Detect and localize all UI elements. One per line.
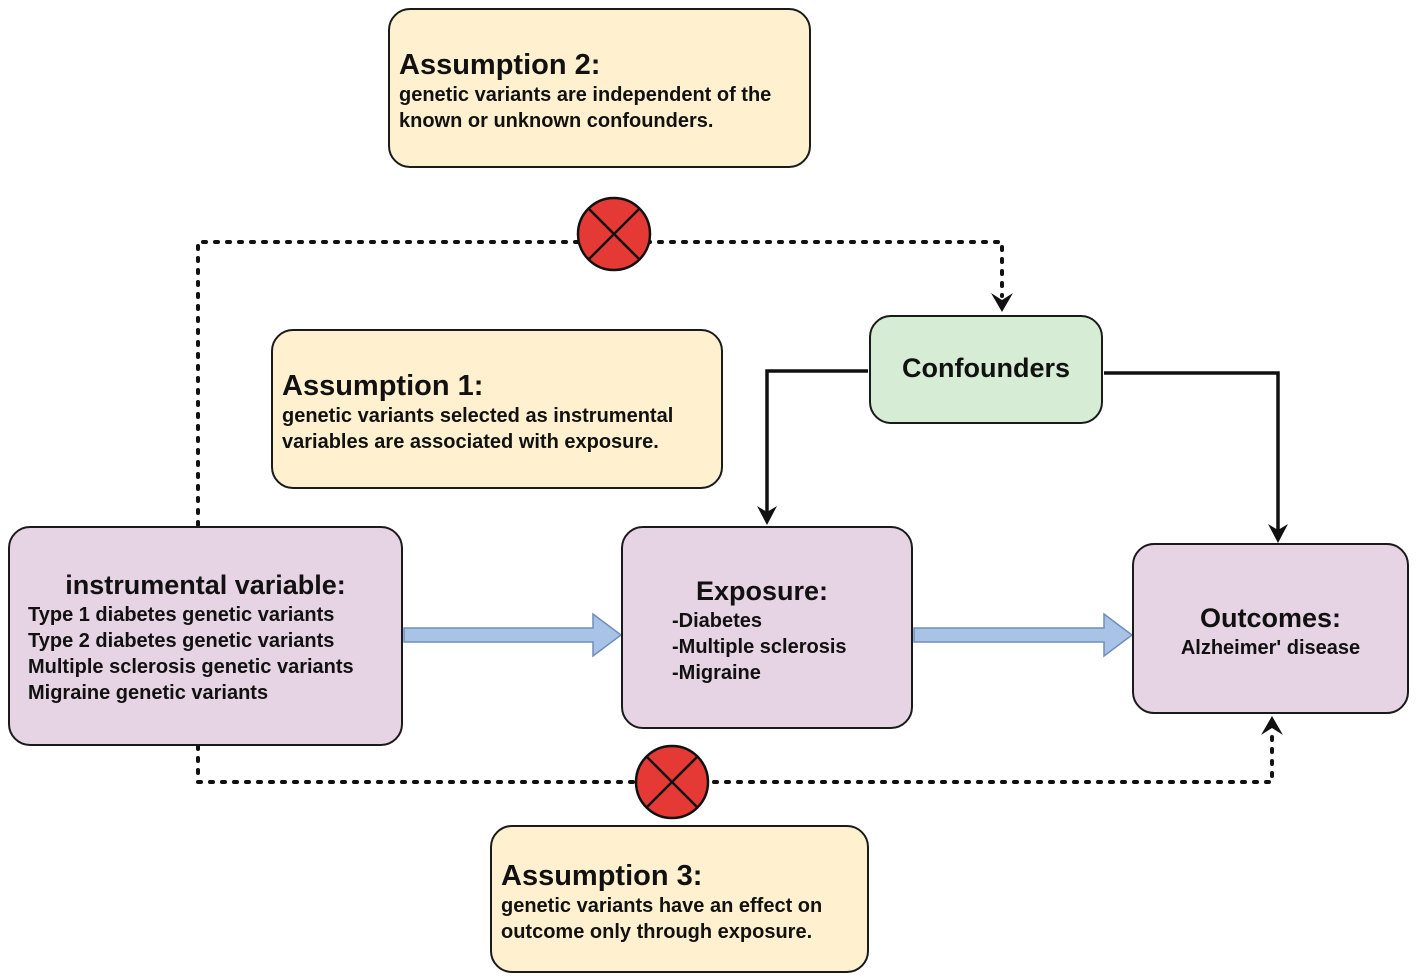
violation-x-icon: [634, 744, 710, 820]
outcomes-title: Outcomes:: [1199, 603, 1342, 633]
exposure-to-outcomes-arrow: [913, 612, 1134, 658]
instrument-item: Migraine genetic variants: [28, 682, 269, 704]
instrument-to-exposure-arrow: [403, 612, 623, 658]
instrument-item: Multiple sclerosis genetic variants: [28, 656, 354, 678]
exposure-item: -Migraine: [672, 662, 761, 684]
violation-x-icon: [576, 196, 652, 272]
confounder-to-outcomes-arrow: [1104, 371, 1288, 543]
assumption-2-title: Assumption 2:: [399, 49, 601, 81]
assumption-1-text: genetic variants selected as instrumenta…: [282, 405, 674, 453]
outcomes-node: Outcomes: Alzheimer' disease: [1132, 543, 1409, 714]
outcomes-text: Alzheimer' disease: [1180, 637, 1361, 659]
assumption-2-box: Assumption 2: genetic variants are indep…: [388, 8, 811, 168]
assumption-1-title: Assumption 1:: [282, 370, 484, 402]
instrument-item: Type 2 diabetes genetic variants: [28, 630, 335, 652]
confounders-label: Confounders: [902, 352, 1070, 383]
assumption-1-box: Assumption 1: genetic variants selected …: [271, 329, 723, 489]
confounder-to-exposure-arrow: [757, 369, 868, 525]
assumption-3-title: Assumption 3:: [501, 860, 703, 892]
assumption-3-text: genetic variants have an effect on outco…: [501, 895, 823, 943]
instrumental-variable-title: instrumental variable:: [65, 570, 346, 600]
confounders-node: Confounders: [869, 315, 1103, 424]
instrument-item: Type 1 diabetes genetic variants: [28, 604, 335, 626]
exposure-item: -Diabetes: [672, 610, 763, 632]
exposure-node: Exposure: -Diabetes -Multiple sclerosis …: [621, 526, 913, 729]
dotted-path-to-outcomes: [196, 716, 1283, 784]
assumption-3-box: Assumption 3: genetic variants have an e…: [490, 825, 869, 973]
assumption-2-text: genetic variants are independent of the …: [399, 84, 772, 132]
exposure-title: Exposure:: [696, 576, 829, 606]
instrumental-variable-node: instrumental variable: Type 1 diabetes g…: [8, 526, 403, 746]
exposure-item: -Multiple sclerosis: [672, 636, 847, 658]
